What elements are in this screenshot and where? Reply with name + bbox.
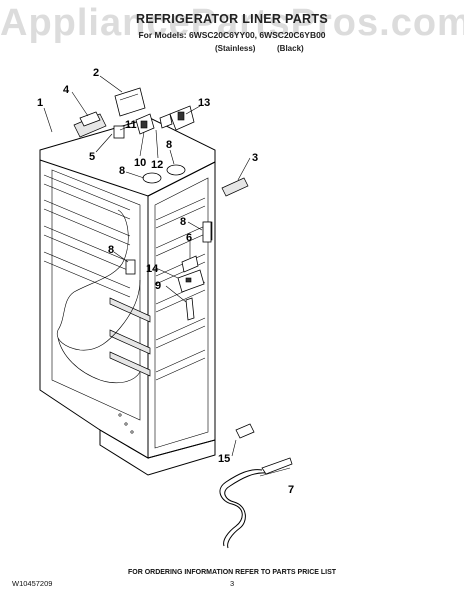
parts-10-13-switches [113,105,195,139]
page-number: 3 [230,579,235,588]
leader-lines [43,75,291,477]
part-14-bracket [177,269,205,293]
callout-8c: 8 [180,216,186,228]
part-3-tube [221,177,249,197]
callout-5: 5 [89,151,95,163]
callout-11: 11 [125,119,137,131]
callout-15: 15 [218,453,230,465]
part-8-sensors-top [142,164,186,184]
liner-body [39,117,216,476]
part-15-fitting [235,423,255,439]
variant-stainless: (Stainless) [215,44,256,53]
model-list: For Models: 6WSC20C6YY00, 6WSC20C6YB00 [138,30,326,40]
callout-1: 1 [37,97,43,109]
part-4-module [73,111,107,138]
part-6-bracket [181,255,199,273]
part-8-sensor-right [202,221,212,243]
variant-black: (Black) [277,44,304,53]
part-2-housing [114,87,146,117]
callout-8b: 8 [166,139,172,151]
ordering-note: FOR ORDERING INFORMATION REFER TO PARTS … [127,569,337,576]
document-number: W10457209 [12,579,53,588]
callout-14: 14 [146,263,159,275]
callout-10: 10 [134,157,146,169]
callout-3: 3 [252,152,258,164]
callout-8a: 8 [119,165,125,177]
callout-13: 13 [198,97,210,109]
callout-4: 4 [63,84,70,96]
callout-7: 7 [288,484,294,496]
callouts: 1 2 3 4 5 6 7 8 8 8 8 9 10 11 12 13 14 1… [37,67,294,496]
callout-2: 2 [93,67,99,79]
part-7-water-tube [219,457,293,549]
part-8-sensor-left [125,259,136,275]
callout-9: 9 [155,280,161,292]
callout-6: 6 [186,232,192,244]
page-title: REFRIGERATOR LINER PARTS [136,12,328,26]
part-9-pin [185,297,195,321]
callout-12: 12 [151,159,163,171]
callout-8d: 8 [108,244,114,256]
